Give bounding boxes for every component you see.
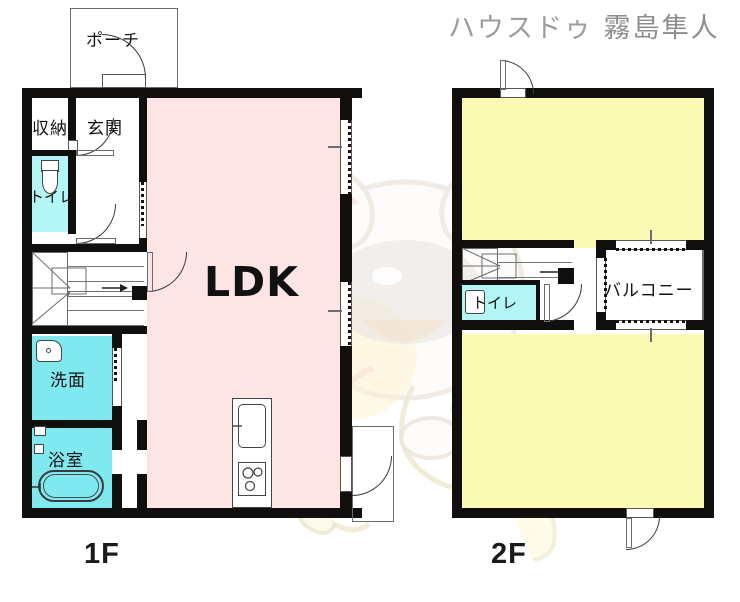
wall-toilet-right <box>68 156 76 234</box>
wall-2f-top <box>452 88 714 98</box>
wall-1f-bottom <box>22 508 362 518</box>
wall-1f-right-d <box>340 492 352 518</box>
wall-bath-corridor-b <box>137 474 147 508</box>
ldk-window-upper-hatch <box>348 120 351 194</box>
stair-1f-door-leaf <box>147 252 153 292</box>
bedroom-south-door-frame <box>626 518 632 548</box>
wall-entrance-right <box>139 98 147 150</box>
wall-2f-hall-bottom <box>462 320 540 330</box>
wall-2f-hall-bottom-b <box>540 320 574 330</box>
wall-1f-right-c <box>340 346 352 456</box>
wall-bath-right <box>112 420 122 450</box>
washroom-sink-drain-icon <box>46 348 51 353</box>
balcony-door-bottom-hatch <box>616 320 686 323</box>
bathtub-inner-icon <box>43 474 99 498</box>
wall-2f-bottom <box>452 508 714 518</box>
stair-2f-post <box>558 268 574 284</box>
entrance-hall-door-leaf <box>76 150 114 156</box>
watermark-brand: ハウスドゥ <box>448 13 593 44</box>
wall-2f-right-b <box>704 328 714 518</box>
watermark-brand-text: ハウスドゥ 霧島隼人 <box>448 6 720 45</box>
stair-1f-treads-lower <box>68 296 144 326</box>
floorplan-1f: ポーチ LDK 収納 玄関 <box>22 8 394 524</box>
ldk-window-lower-sash <box>328 310 342 312</box>
toilet-1f-label: トイレ <box>29 188 75 206</box>
washroom-label: 洗面 <box>50 371 86 391</box>
washroom-door-hatch <box>114 348 117 382</box>
kitchen-faucet-icon <box>233 425 242 427</box>
balcony-window-left-hatch <box>604 258 607 312</box>
kitchen-burners-icon <box>242 467 263 492</box>
toilet-2f-fixture-icon <box>465 290 485 314</box>
washroom-door <box>112 348 122 406</box>
bedroom-north-fill <box>462 98 704 248</box>
bath-mirror-icon <box>34 426 46 436</box>
wall-toilet-2f-top <box>462 280 540 285</box>
balcony-door-top-hatch <box>616 248 686 251</box>
wall-1f-top <box>22 88 362 98</box>
balcony-label: バルコニー <box>604 281 694 301</box>
wall-1f-left <box>22 88 32 518</box>
toilet-1f-bowl <box>42 170 58 194</box>
floor-label-1f: 1F <box>84 538 120 570</box>
wall-2f-left <box>452 88 462 518</box>
wall-washroom-right <box>112 334 122 348</box>
wall-1f-right-b <box>340 194 352 282</box>
wall-toilet-top <box>32 150 76 156</box>
wall-washroom-right-b <box>112 406 122 420</box>
watermark-branch: 霧島隼人 <box>603 13 720 44</box>
stair-1f-post <box>132 286 147 300</box>
wall-bath-corridor <box>137 420 147 450</box>
stair-1f-winder-icon <box>31 251 128 325</box>
bath-tap-icon <box>32 483 41 491</box>
stair-1f-landing <box>32 252 68 326</box>
stair-1f-treads-upper <box>68 252 144 292</box>
toilet-2f-door-leaf <box>544 284 550 322</box>
balcony-door-bottom-sash <box>650 328 652 342</box>
hall-window-hatch <box>141 182 144 226</box>
wall-1f-right-a <box>340 88 352 120</box>
wall-2f-right-a <box>704 88 714 328</box>
balcony-rail-right <box>702 250 704 320</box>
ldk-exterior-door-leaf <box>340 456 352 492</box>
ldk-window-lower-hatch <box>348 282 351 346</box>
ldk-label: LDK <box>204 258 299 306</box>
wall-bath-right-b <box>112 474 122 508</box>
ldk-window-upper-sash <box>328 146 342 148</box>
wall-stair-top <box>32 244 147 252</box>
wall-stair-bottom <box>32 326 147 334</box>
floor-label-2f: 2F <box>491 538 527 570</box>
bedroom-north-door-frame <box>500 60 506 90</box>
bath-shower-valve-icon <box>34 444 44 454</box>
balcony-door-top-sash <box>650 230 652 244</box>
wall-2f-hall-top <box>462 240 574 248</box>
floorplan-2f: トイレ バルコニー <box>452 60 714 550</box>
wall-storage-right <box>68 98 76 156</box>
toilet-2f-label: トイレ <box>472 294 518 312</box>
storage-label: 収納 <box>32 119 68 139</box>
wall-hall-right <box>139 150 147 182</box>
bath-door-hatch <box>68 422 112 425</box>
bathroom-label: 浴室 <box>48 451 84 471</box>
bedroom-south-fill <box>462 334 704 508</box>
wall-toilet-2f-right <box>536 284 540 320</box>
toilet-1f-door-leaf <box>76 238 116 244</box>
